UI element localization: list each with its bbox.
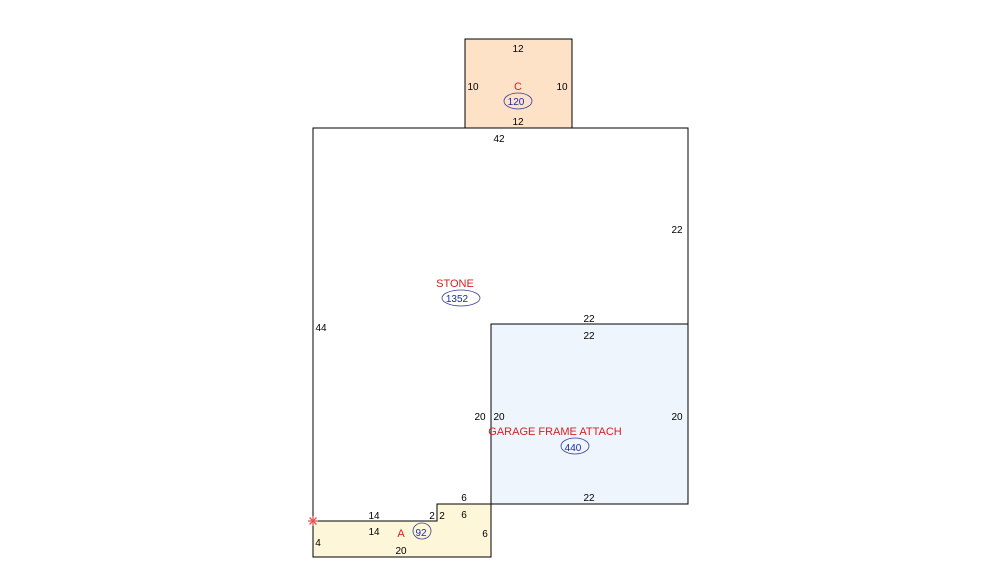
area-a-shape[interactable] xyxy=(312,503,492,558)
area-stone[interactable]: 42 22 44 22 20 6 2 14 STONE 1352 xyxy=(312,127,689,522)
area-a-dim-step-top: 6 xyxy=(461,510,467,521)
area-a-dim-top: 14 xyxy=(368,527,380,538)
area-c-area-value: 120 xyxy=(508,97,525,108)
area-c-dim-right: 10 xyxy=(556,82,568,93)
area-a-area-ellipse xyxy=(412,522,432,540)
area-a-dim-bottom: 20 xyxy=(395,546,407,557)
area-a-dim-left: 4 xyxy=(315,538,321,549)
area-a-dim-step: 2 xyxy=(439,511,445,522)
area-stone-dim-top: 42 xyxy=(493,134,505,145)
area-stone-area-value: 1352 xyxy=(446,294,469,305)
area-garage-dim-bottom: 22 xyxy=(583,493,595,504)
area-stone-dim-step-top: 6 xyxy=(461,493,467,504)
area-garage-area-ellipse xyxy=(560,437,590,455)
asterisk-icon xyxy=(308,516,318,526)
area-garage[interactable]: 22 20 20 22 GARAGE FRAME ATTACH 440 xyxy=(488,323,689,505)
area-c-dim-bottom: 12 xyxy=(512,117,524,128)
area-c[interactable]: 12 10 10 12 C 120 xyxy=(464,38,573,129)
area-stone-dim-right: 22 xyxy=(671,225,683,236)
area-garage-dim-left: 20 xyxy=(493,412,505,423)
area-garage-dim-right: 20 xyxy=(671,412,683,423)
area-c-dim-left: 10 xyxy=(467,82,479,93)
area-stone-dim-left: 44 xyxy=(315,323,327,334)
area-stone-dim-step-left: 2 xyxy=(429,511,435,522)
area-stone-label: STONE xyxy=(436,278,474,290)
area-a-area-value: 92 xyxy=(415,528,427,539)
area-c-dim-top: 12 xyxy=(512,44,524,55)
area-a[interactable]: 14 2 6 6 20 4 A 92 xyxy=(312,503,492,558)
area-stone-dim-inner-left: 20 xyxy=(474,412,486,423)
area-garage-shape[interactable] xyxy=(490,323,689,505)
area-stone-dim-inner-top: 22 xyxy=(583,314,595,325)
area-garage-label: GARAGE FRAME ATTACH xyxy=(488,426,621,438)
area-a-label: A xyxy=(397,528,405,540)
area-stone-dim-ledge: 14 xyxy=(368,511,380,522)
area-c-shape[interactable] xyxy=(464,38,573,129)
area-garage-dim-top: 22 xyxy=(583,331,595,342)
area-c-label: C xyxy=(514,81,522,93)
area-stone-area-ellipse xyxy=(441,289,481,307)
area-c-area-ellipse xyxy=(503,92,533,110)
area-a-dim-right: 6 xyxy=(482,529,488,540)
area-garage-area-value: 440 xyxy=(565,443,582,454)
